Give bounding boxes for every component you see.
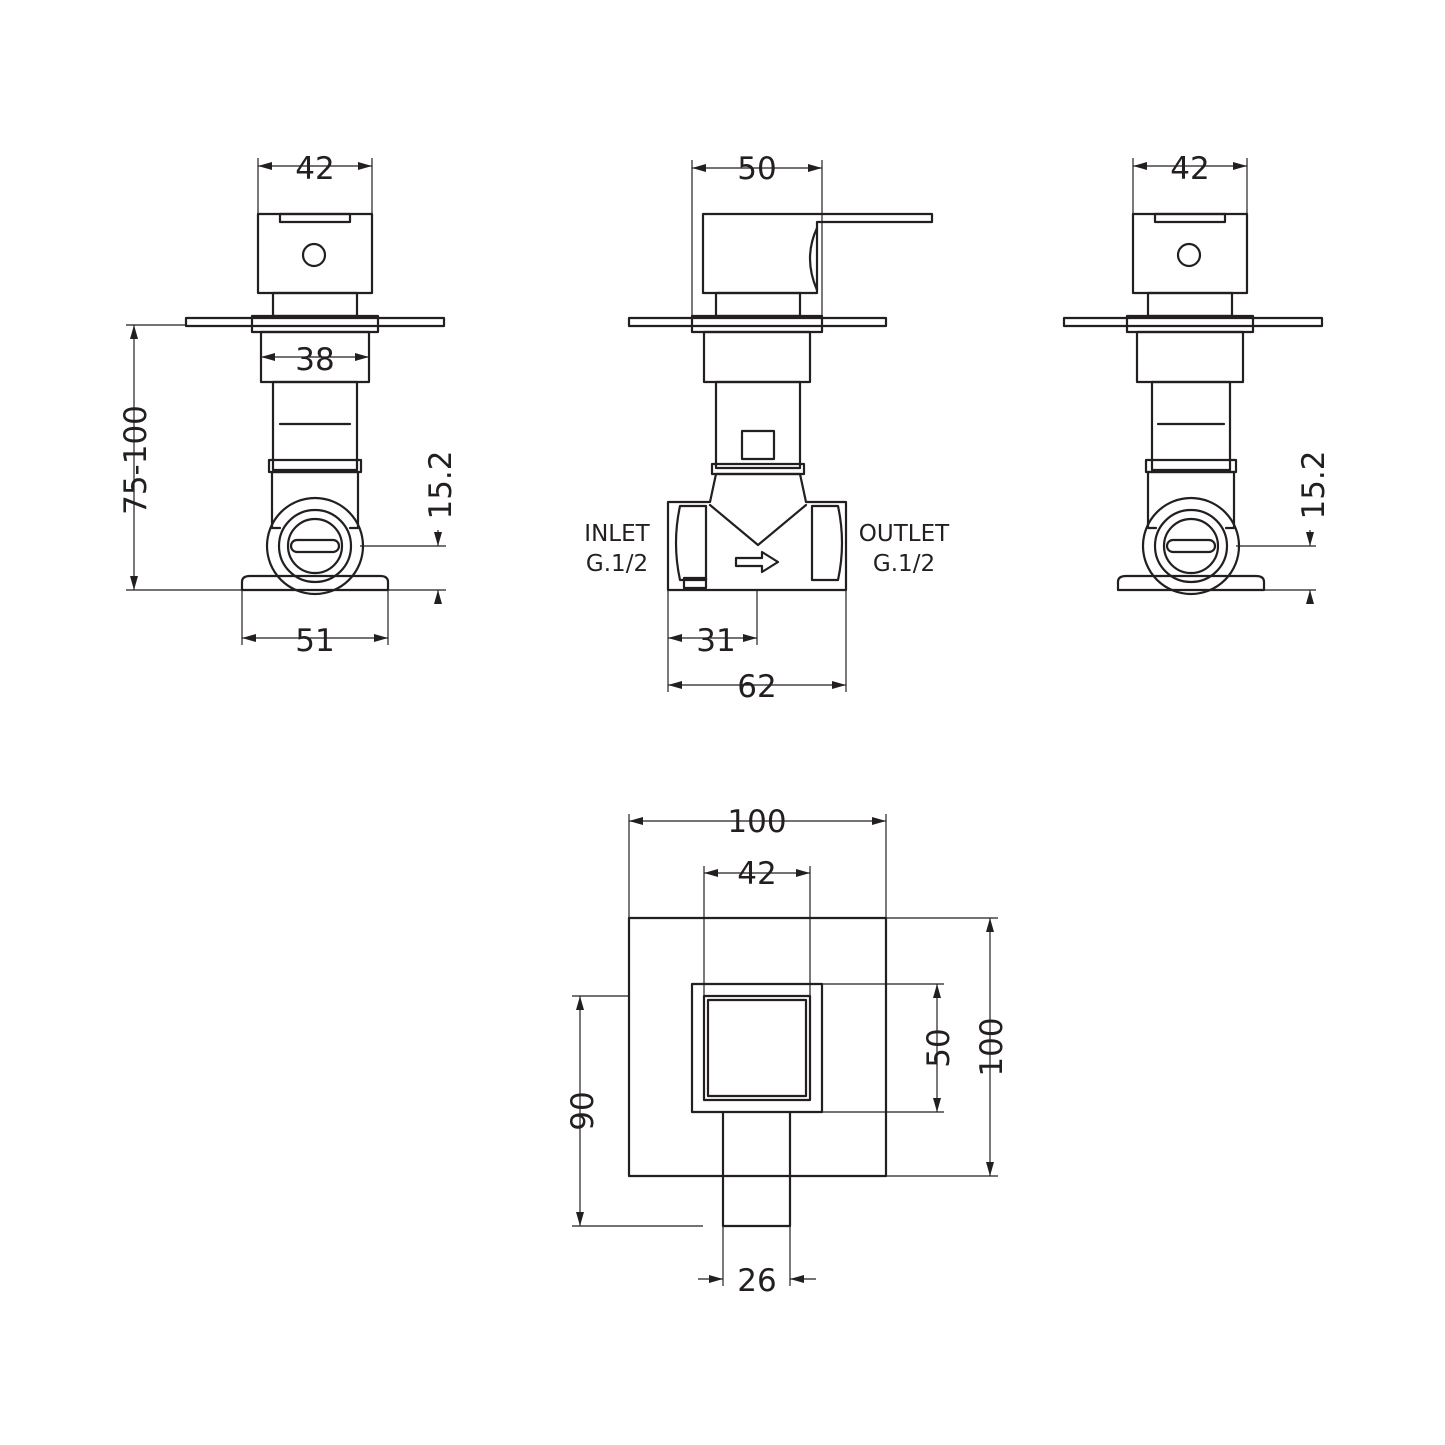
- left-handle-slot: [278, 212, 352, 224]
- dim-plate-width: 100: [727, 804, 786, 840]
- dim-left-base-width: 51: [295, 623, 334, 659]
- dim-plate-height: 100: [974, 1017, 1010, 1076]
- left-handle-pin-hole: [301, 242, 327, 268]
- center-front-view: [627, 212, 934, 592]
- right-side-view: [1062, 212, 1324, 596]
- dim-left-wall-depth: 75-100: [118, 405, 154, 515]
- right-handle-pin-hole: [1176, 242, 1202, 268]
- flow-direction-arrow-icon: [734, 550, 780, 574]
- right-outlet-slot: [1165, 538, 1217, 554]
- center-valve-body: [666, 472, 848, 592]
- left-spindle-neck: [271, 291, 359, 318]
- right-base-bracket: [1116, 574, 1266, 592]
- center-spindle-square: [740, 429, 776, 461]
- dim-left-collar-width: 38: [295, 342, 334, 378]
- front-plate-view: [627, 916, 888, 1228]
- right-outlet-bore: [1162, 517, 1220, 575]
- dim-left-head-width: 42: [295, 151, 334, 187]
- left-outlet-bore: [286, 517, 344, 575]
- left-side-view: [184, 212, 446, 596]
- right-dimensions: 42 15.2: [1132, 151, 1332, 604]
- center-valve-barrel: [714, 380, 802, 470]
- inlet-label: INLET: [584, 521, 650, 547]
- left-valve-barrel: [271, 380, 359, 472]
- right-outlet-fitting: [1141, 496, 1241, 596]
- center-spindle-neck: [714, 291, 802, 318]
- dim-center-handle-width: 50: [737, 151, 776, 187]
- center-inlet-port: [674, 504, 708, 582]
- dim-right-head-width: 42: [1170, 151, 1209, 187]
- outlet-thread-label: G.1/2: [873, 551, 935, 577]
- left-handle-head: [256, 212, 374, 295]
- handle-square-inner: [702, 994, 812, 1102]
- inlet-thread-label: G.1/2: [586, 551, 648, 577]
- right-spindle-neck: [1146, 291, 1234, 318]
- dim-right-outlet-height: 15.2: [1296, 450, 1332, 519]
- handle-square-outer: [690, 982, 824, 1114]
- dim-center-offset: 31: [696, 623, 735, 659]
- center-outlet-port: [810, 504, 844, 582]
- dim-lever-width: 26: [737, 1263, 776, 1299]
- right-cover-plate: [1062, 316, 1324, 328]
- right-handle-slot: [1153, 212, 1227, 224]
- center-dimensions: 50 31 62: [667, 151, 847, 705]
- outlet-label: OUTLET: [859, 521, 950, 547]
- center-lever-curve: [808, 226, 819, 292]
- dim-handle-height: 50: [921, 1028, 957, 1067]
- left-valve-body: [270, 470, 360, 530]
- lever-arm: [721, 1110, 792, 1228]
- dim-lever-drop: 90: [565, 1091, 601, 1130]
- right-handle-head: [1131, 212, 1249, 295]
- left-outlet-slot: [289, 538, 341, 554]
- right-valve-body: [1146, 470, 1236, 530]
- left-outlet-fitting: [265, 496, 365, 596]
- square-cover-plate: [627, 916, 888, 1178]
- dim-left-outlet-height: 15.2: [423, 450, 459, 519]
- center-lever-handle: [701, 212, 934, 295]
- center-drain-tab: [682, 576, 708, 590]
- center-cover-plate: [627, 316, 888, 328]
- left-dimensions: 42 38 75-100 15.2 51: [118, 151, 459, 659]
- right-outlet-nut: [1153, 508, 1229, 584]
- right-collar: [1135, 330, 1245, 384]
- left-base-bracket: [240, 574, 390, 592]
- dim-handle-width: 42: [737, 856, 776, 892]
- handle-square-bevel: [706, 998, 808, 1098]
- center-body-chevron: [708, 503, 808, 547]
- right-valve-barrel: [1150, 380, 1232, 472]
- dim-center-body-width: 62: [737, 669, 776, 705]
- front-plate-dimensions: 100 42 100 50 90 26: [565, 804, 1010, 1299]
- center-collar: [702, 330, 812, 384]
- left-outlet-nut: [277, 508, 353, 584]
- left-cover-plate: [184, 316, 446, 328]
